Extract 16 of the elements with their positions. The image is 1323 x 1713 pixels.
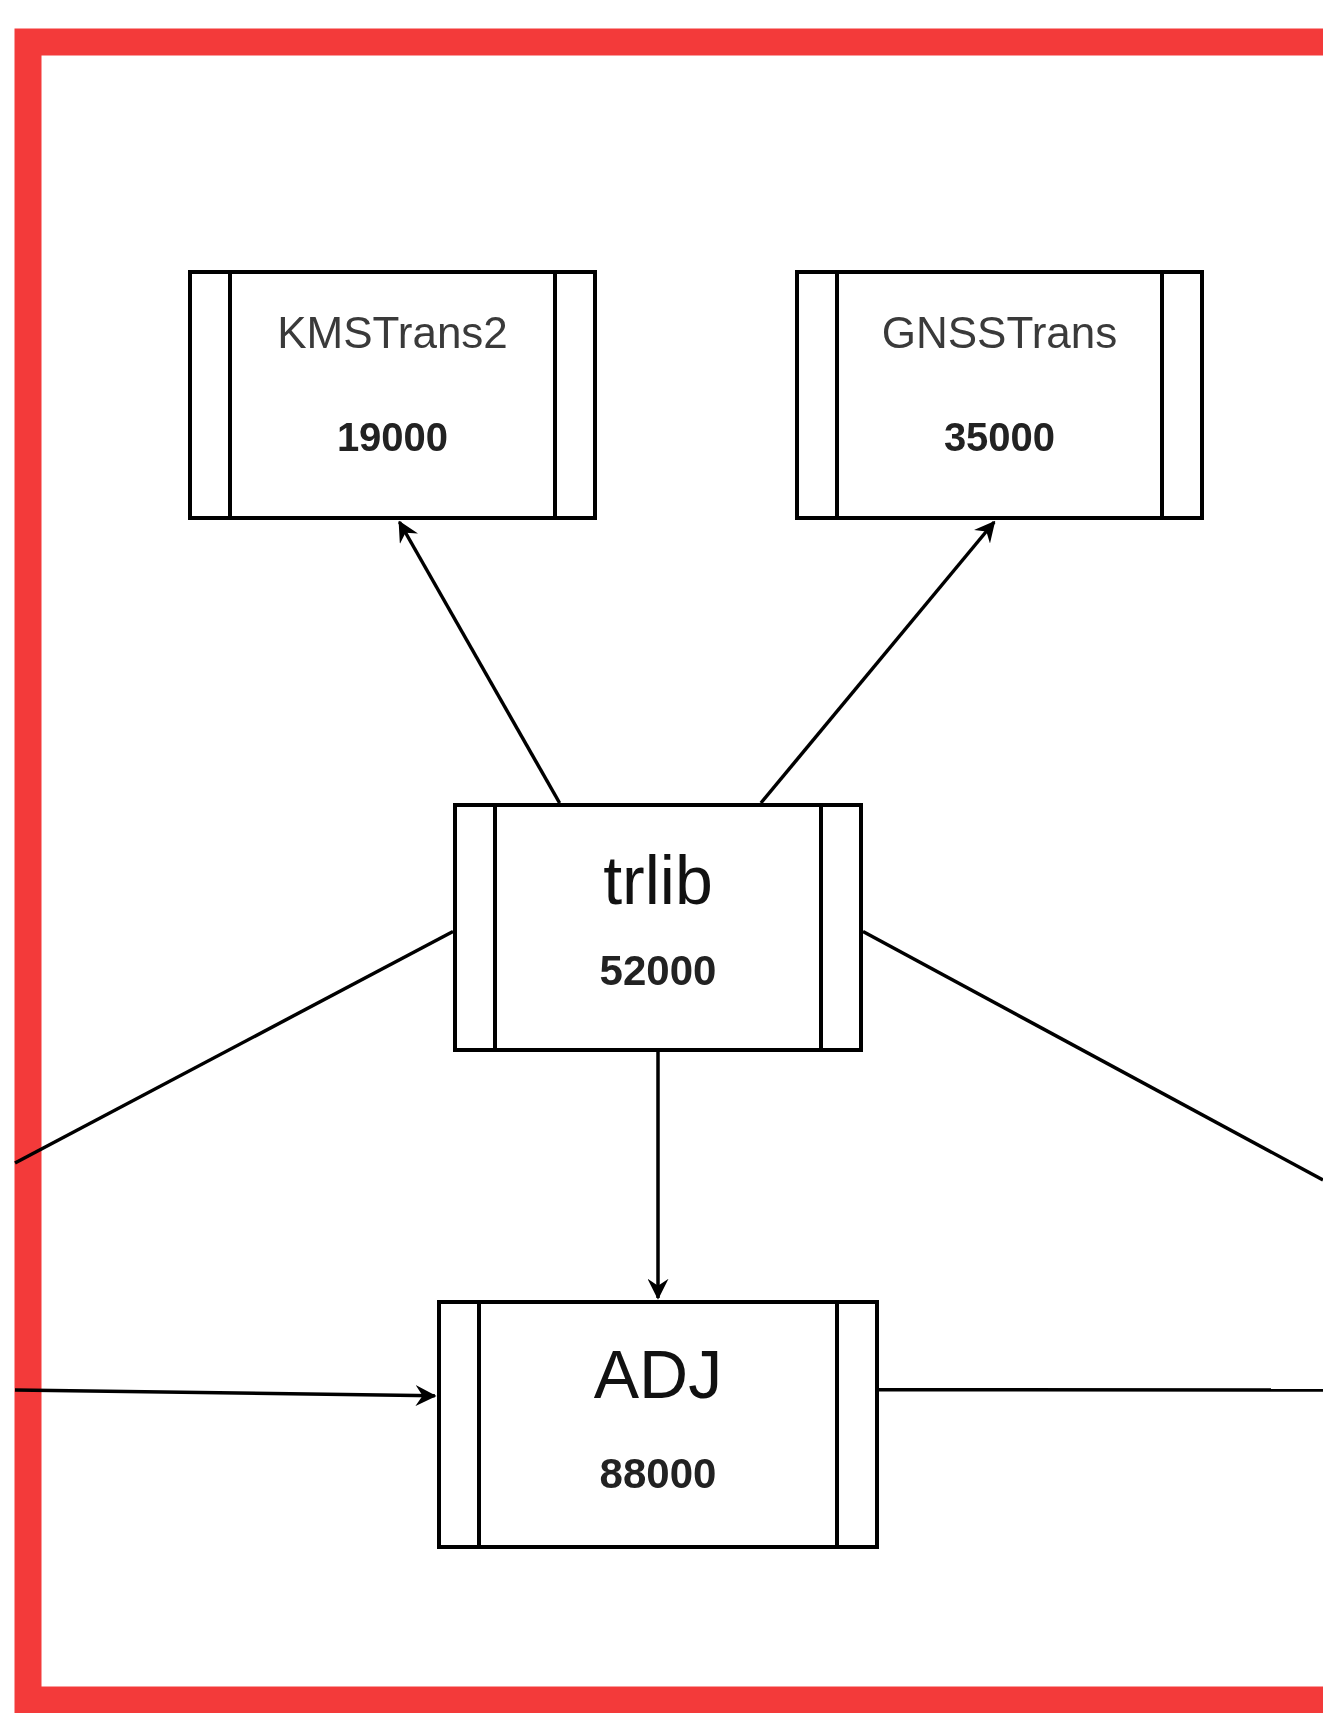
predefined-process-box: [453, 803, 863, 1052]
node-value: 19000: [335, 415, 450, 460]
arrow: [647, 1052, 669, 1300]
arrow: [759, 520, 996, 805]
node-title: GNSSTrans: [880, 308, 1119, 358]
node-title: ADJ: [592, 1335, 724, 1413]
node-title: trlib: [602, 841, 714, 919]
arrow: [397, 520, 562, 804]
node-title: KMSTrans2: [276, 308, 509, 358]
predefined-process-box: [437, 1300, 879, 1549]
node-value: 35000: [942, 415, 1057, 460]
node-value: 52000: [598, 947, 718, 995]
predefined-process-box: [188, 270, 597, 520]
arrow: [14, 1385, 437, 1407]
predefined-process-box: [795, 270, 1204, 520]
node-value: 88000: [598, 1450, 718, 1498]
